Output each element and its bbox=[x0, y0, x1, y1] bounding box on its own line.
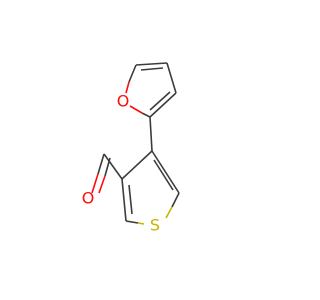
bond-thiophene-c4-c5-second bbox=[153, 159, 174, 191]
bond-furan-c5-c4-second bbox=[140, 67, 164, 71]
aldehyde-group bbox=[91, 153, 123, 194]
thiophene-ring bbox=[121, 150, 180, 225]
bond-carbonyl-c-o-second-oxygen-half bbox=[98, 175, 106, 194]
bond-furan-c2-o1-carbon-half bbox=[141, 112, 151, 118]
bond-furan-o1-c5-oxygen-half bbox=[125, 81, 130, 94]
bond-thiophene-s1-c2-carbon-half bbox=[125, 220, 139, 224]
bond-thiophene-c5-s1-sulfur-half bbox=[165, 206, 173, 219]
bond-thiophene-c4-c3 bbox=[121, 150, 153, 180]
bond-furan-thiophene-link bbox=[149, 116, 153, 152]
carbonyl-oxygen-label: O bbox=[82, 189, 95, 208]
bond-thiophene-c2-c3-second bbox=[128, 184, 133, 215]
bond-ring-to-carbonyl-carbon bbox=[103, 153, 123, 180]
molecule-diagram: O O S bbox=[82, 62, 180, 235]
bond-thiophene-c2-c3 bbox=[121, 178, 127, 222]
furan-ring bbox=[125, 62, 177, 118]
bond-furan-c5-c4 bbox=[135, 62, 168, 66]
furan-oxygen-label: O bbox=[117, 92, 130, 111]
bond-carbonyl-c-o-oxygen-half bbox=[91, 173, 99, 194]
bond-thiophene-s1-c2-sulfur-half bbox=[137, 222, 145, 225]
bond-thiophene-c5-s1-carbon-half bbox=[171, 192, 180, 208]
bond-furan-c3-c2-second bbox=[149, 91, 171, 111]
bond-furan-c4-c3 bbox=[166, 62, 177, 94]
bond-carbonyl-c-o-carbon-half bbox=[97, 153, 105, 175]
bond-furan-c2-o1-oxygen-half bbox=[129, 105, 143, 114]
thiophene-sulfur-label: S bbox=[150, 216, 160, 235]
bond-carbonyl-c-o-second-carbon-half bbox=[104, 157, 111, 177]
bond-thiophene-c4-c5 bbox=[151, 150, 180, 194]
bond-furan-c3-c2 bbox=[149, 92, 177, 118]
bond-furan-o1-c5-carbon-half bbox=[128, 64, 137, 83]
